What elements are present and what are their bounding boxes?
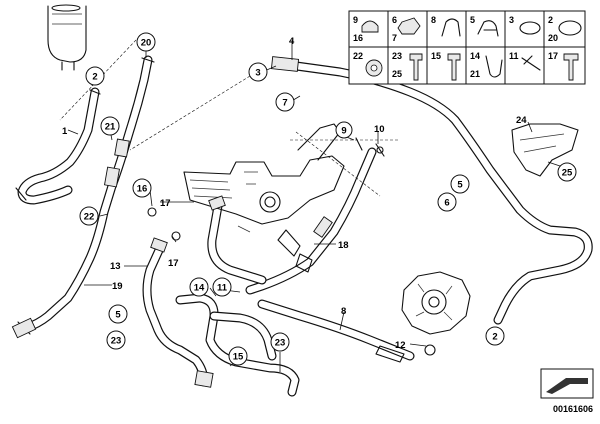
legend-c3-num1: 8 [431, 15, 436, 25]
callout-23-bottom: 23 [270, 332, 290, 352]
svg-text:6: 6 [444, 198, 449, 209]
callout-20-top: 20 [136, 32, 156, 52]
spring-clamp-icon [519, 21, 541, 35]
circled-callouts: 20 2 21 22 16 3 7 9 5 6 25 2 14 11 5 23 … [79, 32, 577, 366]
label-18: 18 [338, 240, 349, 251]
hex-bolt-icon [447, 53, 461, 81]
hose-return-left [15, 87, 101, 205]
callout-21: 21 [100, 116, 120, 136]
car-silhouette-icon [546, 378, 588, 394]
spring-clip-icon [485, 55, 503, 78]
svg-text:2: 2 [492, 332, 497, 343]
hose-main-long [270, 56, 593, 325]
callout-5-left: 5 [108, 304, 128, 324]
power-steering-pump [401, 271, 471, 335]
plain-labels: 1 4 10 24 17 17 13 19 18 8 12 [62, 36, 527, 351]
legend-c2-num1: 6 [392, 15, 397, 25]
callout-2-right: 2 [485, 326, 505, 346]
steering-gear [183, 123, 345, 273]
callout-6: 6 [437, 192, 457, 212]
legend-c9-num1: 15 [431, 51, 441, 61]
pipe-lower-right [257, 299, 436, 363]
label-8: 8 [341, 306, 346, 317]
legend-c12-num1: 17 [548, 51, 558, 61]
legend-c8-num1: 23 [392, 51, 402, 61]
fittings [104, 137, 385, 253]
pipe-center-bend [207, 201, 267, 285]
svg-text:21: 21 [105, 122, 116, 133]
collar-bolt-icon [409, 53, 423, 81]
callout-9: 9 [335, 121, 353, 139]
callout-5-right: 5 [450, 174, 470, 194]
hex-nut-icon [397, 17, 421, 35]
parts-legend: 9 16 6 7 8 5 3 2 20 22 23 25 15 14 21 [348, 10, 586, 85]
screw-cap-icon [361, 20, 379, 33]
label-4: 4 [289, 36, 295, 47]
svg-text:3: 3 [255, 68, 260, 79]
callout-16-left: 16 [132, 178, 152, 198]
legend-c10-num2: 21 [470, 69, 480, 79]
hose-pressure-middle [245, 147, 377, 295]
label-17-upper: 17 [160, 198, 171, 209]
legend-c1-num2: 16 [353, 33, 363, 43]
hose-clip-icon [441, 18, 461, 37]
callout-3: 3 [248, 62, 268, 82]
flange-bolt-icon [563, 53, 579, 81]
legend-c6-num2: 20 [548, 33, 558, 43]
view-thumbnail [540, 368, 594, 399]
svg-text:7: 7 [282, 98, 287, 109]
callout-25: 25 [557, 162, 577, 182]
label-1: 1 [62, 126, 68, 137]
callout-22: 22 [79, 206, 99, 226]
reservoir-tank [47, 4, 87, 71]
legend-c6-num1: 2 [548, 15, 553, 25]
callout-11: 11 [212, 277, 232, 297]
band-clamp-icon [558, 20, 582, 36]
callout-7: 7 [275, 92, 295, 112]
doc-number: 00161606 [553, 404, 593, 414]
legend-c11-num1: 11 [509, 51, 519, 61]
hose-lower-s [142, 243, 214, 388]
legend-c2-num2: 7 [392, 33, 397, 43]
pipe-bracket-icon [477, 20, 499, 37]
heat-shield [511, 123, 579, 177]
label-19: 19 [112, 281, 123, 292]
svg-text:23: 23 [275, 338, 286, 349]
label-10: 10 [374, 124, 385, 135]
legend-c1-num1: 9 [353, 15, 358, 25]
label-17-lower: 17 [168, 258, 179, 269]
legend-c4-num1: 5 [470, 15, 475, 25]
legend-c10-num1: 14 [470, 51, 480, 61]
callout-14: 14 [189, 277, 209, 297]
svg-text:25: 25 [562, 168, 573, 179]
label-12: 12 [395, 340, 406, 351]
svg-text:23: 23 [111, 336, 122, 347]
svg-text:22: 22 [84, 212, 95, 223]
callout-23-left: 23 [106, 330, 126, 350]
label-24: 24 [516, 115, 527, 126]
screw-icon [521, 55, 541, 71]
hose-cooler-loop [175, 293, 300, 397]
svg-text:5: 5 [115, 310, 121, 321]
svg-text:2: 2 [92, 72, 97, 83]
svg-text:5: 5 [457, 180, 463, 191]
callout-2-left: 2 [85, 66, 105, 86]
svg-text:14: 14 [194, 283, 205, 294]
legend-c8-num2: 25 [392, 69, 402, 79]
legend-c5-num1: 3 [509, 15, 514, 25]
hose-supply-left [11, 55, 155, 339]
svg-text:9: 9 [341, 126, 346, 137]
svg-text:20: 20 [141, 38, 152, 49]
svg-text:11: 11 [217, 283, 228, 294]
callout-15: 15 [228, 346, 248, 366]
legend-c7-num1: 22 [353, 51, 363, 61]
svg-text:16: 16 [137, 184, 148, 195]
label-13: 13 [110, 261, 121, 272]
svg-text:15: 15 [233, 352, 244, 363]
